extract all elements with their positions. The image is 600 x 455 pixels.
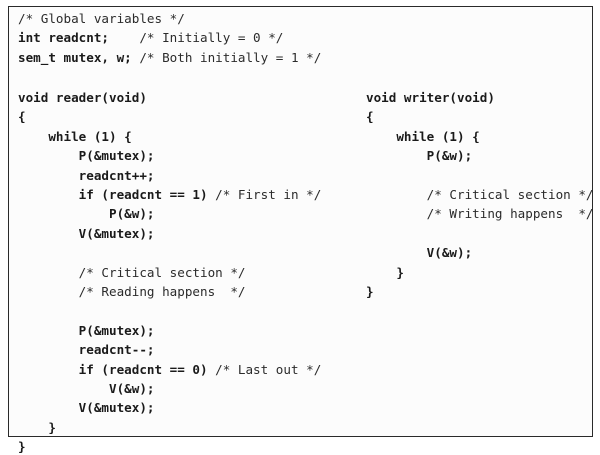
- global-line: /* Global variables */: [18, 11, 185, 27]
- code-text: V(&w);: [18, 381, 155, 396]
- reader-line: V(&mutex);: [18, 225, 155, 242]
- writer-line: P(&w);: [366, 148, 473, 164]
- reader-line: }: [18, 439, 26, 455]
- code-comment: /* Writing happens */: [426, 206, 594, 222]
- code-comment: /* Reading happens */: [78, 284, 246, 299]
- code-text: {: [18, 109, 26, 125]
- code-text: int readcnt;: [18, 30, 140, 46]
- code-text: P(&w);: [366, 148, 473, 164]
- writer-line: {: [366, 109, 374, 125]
- code-text: P(&mutex);: [18, 148, 155, 164]
- code-text: readcnt--;: [18, 342, 155, 358]
- reader-line: V(&w);: [18, 381, 155, 397]
- code-text: while (1) {: [366, 128, 480, 144]
- reader-line: void reader(void): [18, 90, 147, 106]
- code-text: }: [366, 264, 404, 280]
- code-text: }: [366, 284, 374, 299]
- code-text: P(&w);: [18, 206, 155, 222]
- global-line: int readcnt; /* Initially = 0 */: [18, 30, 283, 46]
- code-text: if (readcnt == 0): [18, 361, 216, 377]
- writer-line: /* Critical section */: [366, 187, 594, 203]
- writer-line: void writer(void): [366, 90, 495, 106]
- code-text: V(&w);: [366, 245, 473, 261]
- reader-line: V(&mutex);: [18, 400, 155, 416]
- code-text: V(&mutex);: [18, 400, 155, 416]
- code-text: }: [18, 439, 26, 455]
- writer-line: V(&w);: [366, 245, 473, 261]
- reader-line: /* Reading happens */: [18, 284, 246, 300]
- code-text: [366, 206, 427, 221]
- code-comment: /* Critical section */: [78, 264, 246, 280]
- reader-line: /* Critical section */: [18, 264, 246, 281]
- reader-line: readcnt++;: [18, 167, 155, 184]
- code-text: {: [366, 109, 374, 125]
- code-text: [18, 284, 79, 299]
- writer-line: /* Writing happens */: [366, 206, 594, 222]
- code-text: V(&mutex);: [18, 225, 155, 241]
- writer-line: }: [366, 284, 374, 300]
- code-comment: /* Global variables */: [18, 11, 185, 26]
- code-comment: /* Critical section */: [426, 187, 594, 202]
- reader-line: P(&w);: [18, 206, 155, 222]
- code-text: [18, 265, 79, 280]
- writer-line: }: [366, 265, 404, 281]
- code-comment: /* Both initially = 1 */: [139, 49, 322, 65]
- code-text: void writer(void): [366, 90, 495, 105]
- code-text: if (readcnt == 1): [18, 187, 216, 202]
- code-text: void reader(void): [18, 90, 147, 105]
- reader-line: {: [18, 109, 26, 125]
- code-text: while (1) {: [18, 128, 132, 144]
- reader-line: while (1) {: [18, 128, 132, 145]
- reader-line: if (readcnt == 1) /* First in */: [18, 187, 322, 203]
- writer-line: while (1) {: [366, 128, 480, 145]
- reader-line: P(&mutex);: [18, 148, 155, 164]
- reader-line: readcnt--;: [18, 342, 155, 358]
- code-text: [366, 187, 427, 202]
- code-comment: /* Last out */: [215, 361, 322, 377]
- code-text: P(&mutex);: [18, 322, 155, 338]
- code-text: sem_t mutex, w;: [18, 49, 140, 65]
- code-text: readcnt++;: [18, 167, 155, 183]
- code-text: }: [18, 419, 56, 435]
- global-line: sem_t mutex, w; /* Both initially = 1 */: [18, 50, 321, 66]
- reader-line: P(&mutex);: [18, 322, 155, 339]
- code-figure-frame: /* Global variables */ int readcnt; /* In…: [8, 6, 594, 454]
- code-comment: /* Initially = 0 */: [139, 30, 284, 46]
- reader-line: if (readcnt == 0) /* Last out */: [18, 361, 322, 378]
- code-comment: /* First in */: [215, 187, 322, 202]
- reader-line: }: [18, 420, 56, 436]
